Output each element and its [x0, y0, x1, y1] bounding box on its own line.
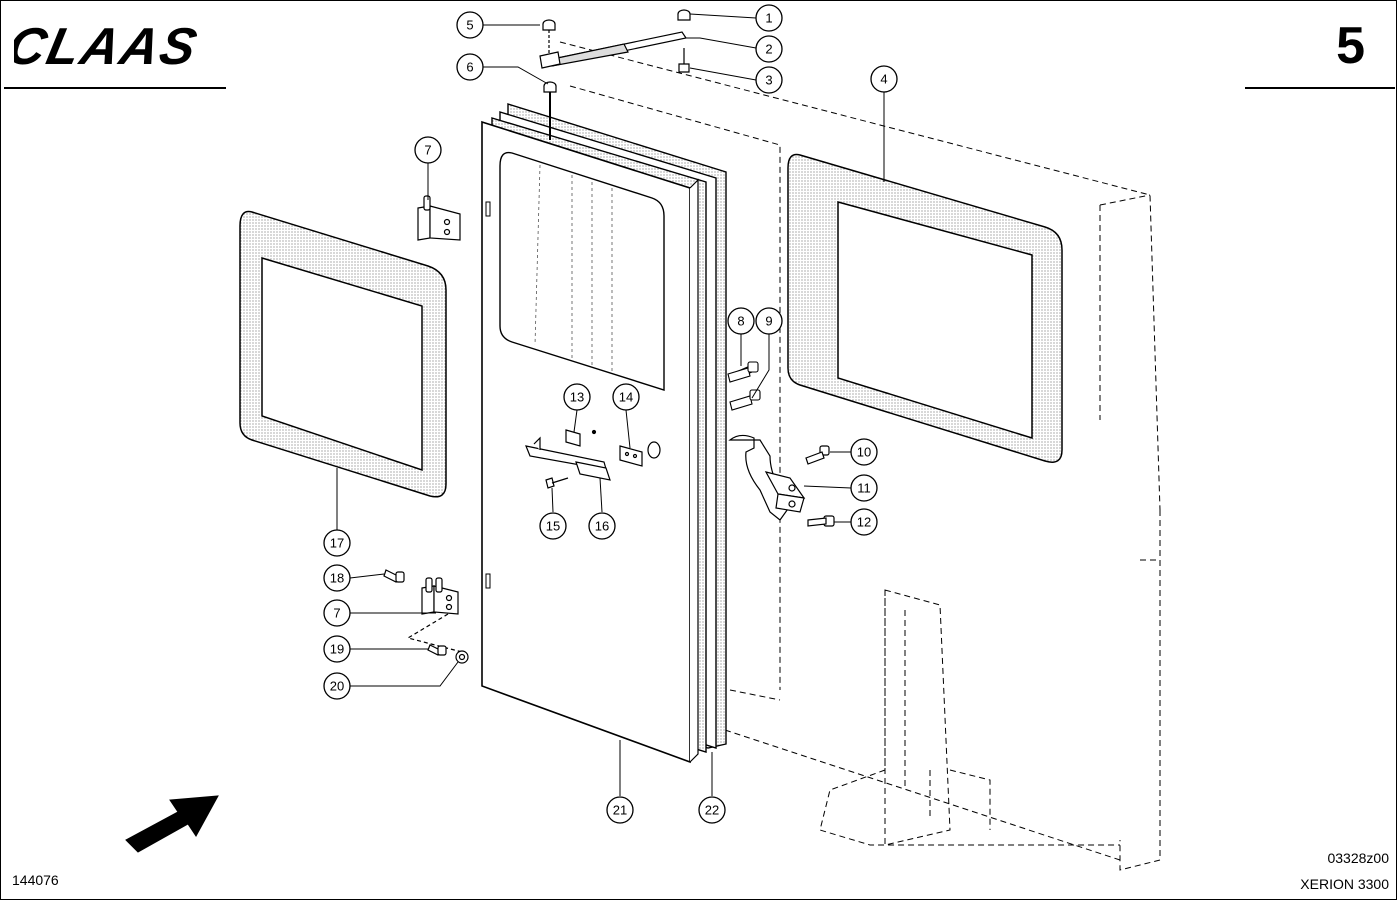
- callout-11: 11: [850, 474, 878, 502]
- callout-3: 3: [755, 66, 783, 94]
- callout-17: 17: [323, 529, 351, 557]
- callout-2: 2: [755, 35, 783, 63]
- claas-logo: CLAAS: [14, 20, 204, 70]
- hinge-lower: [406, 577, 463, 653]
- section-rule: [1245, 87, 1395, 89]
- svg-text:7: 7: [424, 143, 431, 158]
- svg-text:18: 18: [330, 571, 344, 586]
- brand-logo-text: CLAAS: [14, 20, 204, 70]
- callout-6: 6: [456, 53, 484, 81]
- callout-9: 9: [755, 307, 783, 335]
- svg-text:1: 1: [765, 11, 772, 26]
- svg-text:20: 20: [330, 679, 344, 694]
- brand-rule: [4, 87, 226, 89]
- svg-text:7: 7: [333, 606, 340, 621]
- callout-7-lower: 7: [323, 599, 351, 627]
- svg-text:19: 19: [330, 642, 344, 657]
- svg-text:9: 9: [765, 314, 772, 329]
- svg-text:21: 21: [613, 803, 627, 818]
- callout-16: 16: [588, 512, 616, 540]
- svg-text:8: 8: [737, 314, 744, 329]
- door-striker: [728, 434, 835, 527]
- svg-text:22: 22: [705, 803, 719, 818]
- svg-text:10: 10: [857, 445, 871, 460]
- callout-12: 12: [850, 508, 878, 536]
- door-panel: [481, 120, 699, 764]
- callout-1: 1: [755, 4, 783, 32]
- svg-text:6: 6: [466, 60, 473, 75]
- svg-text:11: 11: [857, 481, 871, 496]
- callout-13: 13: [563, 383, 591, 411]
- lock-assembly: [525, 429, 661, 489]
- callout-20: 20: [323, 672, 351, 700]
- callout-14: 14: [612, 383, 640, 411]
- svg-text:4: 4: [880, 72, 887, 87]
- drawing-code: 03328z00: [1327, 850, 1389, 866]
- svg-text:16: 16: [595, 519, 609, 534]
- svg-text:5: 5: [466, 18, 473, 33]
- callout-19: 19: [323, 635, 351, 663]
- svg-text:2: 2: [765, 42, 772, 57]
- svg-text:13: 13: [570, 390, 584, 405]
- svg-text:15: 15: [546, 519, 560, 534]
- svg-text:3: 3: [765, 73, 772, 88]
- hinge-bolts: [383, 569, 469, 664]
- callout-4: 4: [870, 65, 898, 93]
- left-window-glass: [239, 210, 447, 498]
- callouts: 1 2 3 4 5 6 7 7 8 9 10 11 12 13 14 15 16…: [323, 4, 898, 824]
- callout-18: 18: [323, 564, 351, 592]
- section-number: 5: [1336, 17, 1365, 75]
- callout-7-upper: 7: [414, 136, 442, 164]
- svg-text:14: 14: [619, 390, 633, 405]
- arrow-up-right-icon: [125, 795, 219, 853]
- callout-22: 22: [698, 796, 726, 824]
- callout-10: 10: [850, 438, 878, 466]
- callout-15: 15: [539, 512, 567, 540]
- callout-5: 5: [456, 11, 484, 39]
- gas-strut-assembly: [539, 9, 691, 140]
- model-name: XERION 3300: [1300, 876, 1389, 892]
- leader-lines: [336, 13, 885, 796]
- callout-21: 21: [606, 796, 634, 824]
- svg-text:17: 17: [330, 536, 344, 551]
- right-window-glass: [787, 153, 1063, 463]
- callout-8: 8: [727, 307, 755, 335]
- svg-text:12: 12: [857, 515, 871, 530]
- hinge-upper: [417, 195, 461, 241]
- part-list-code: 144076: [12, 872, 59, 888]
- latch-screws: [727, 361, 761, 411]
